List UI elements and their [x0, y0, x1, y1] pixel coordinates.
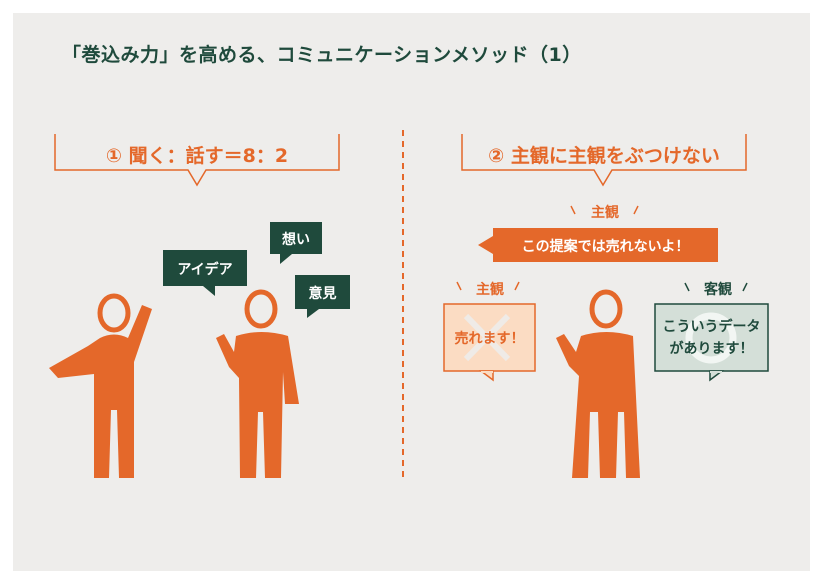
right-label-slashes	[684, 282, 748, 292]
bubble-opinion	[295, 275, 350, 318]
bubble-opinion-text: 意見	[308, 286, 337, 302]
page-title: 「巻込み力」を高める、コミュニケーションメソッド（1）	[62, 44, 582, 66]
top-label-slashes	[570, 205, 639, 215]
bubble-feelings-text: 想い	[282, 232, 310, 248]
circle-mark-icon	[685, 312, 737, 364]
person-speaker	[49, 293, 152, 478]
bubble-right	[654, 303, 769, 382]
bubble-top	[478, 228, 718, 262]
bubble-left	[443, 303, 536, 382]
bubble-right-text: こういうデータ があります！	[662, 319, 761, 357]
bubble-top-text: この提案では売れないよ！	[521, 239, 690, 255]
right-label: 客観	[704, 282, 732, 298]
bubble-feelings	[270, 222, 322, 264]
left-header: ① 聞く：話す＝8：2	[105, 145, 289, 167]
bubble-idea	[163, 250, 247, 296]
top-label: 主観	[591, 205, 619, 221]
left-header-frame	[54, 134, 340, 187]
right-header-frame	[461, 134, 747, 187]
bubble-left-text: 売れます！	[454, 331, 525, 347]
background-panel	[13, 13, 810, 571]
cross-mark-icon	[463, 313, 511, 362]
person-presenter	[556, 289, 640, 478]
right-header: ② 主観に主観をぶつけない	[488, 145, 720, 167]
left-label: 主観	[476, 282, 504, 298]
person-listener	[216, 289, 299, 478]
bubble-idea-text: アイデア	[177, 262, 233, 278]
left-label-slashes	[456, 281, 520, 291]
